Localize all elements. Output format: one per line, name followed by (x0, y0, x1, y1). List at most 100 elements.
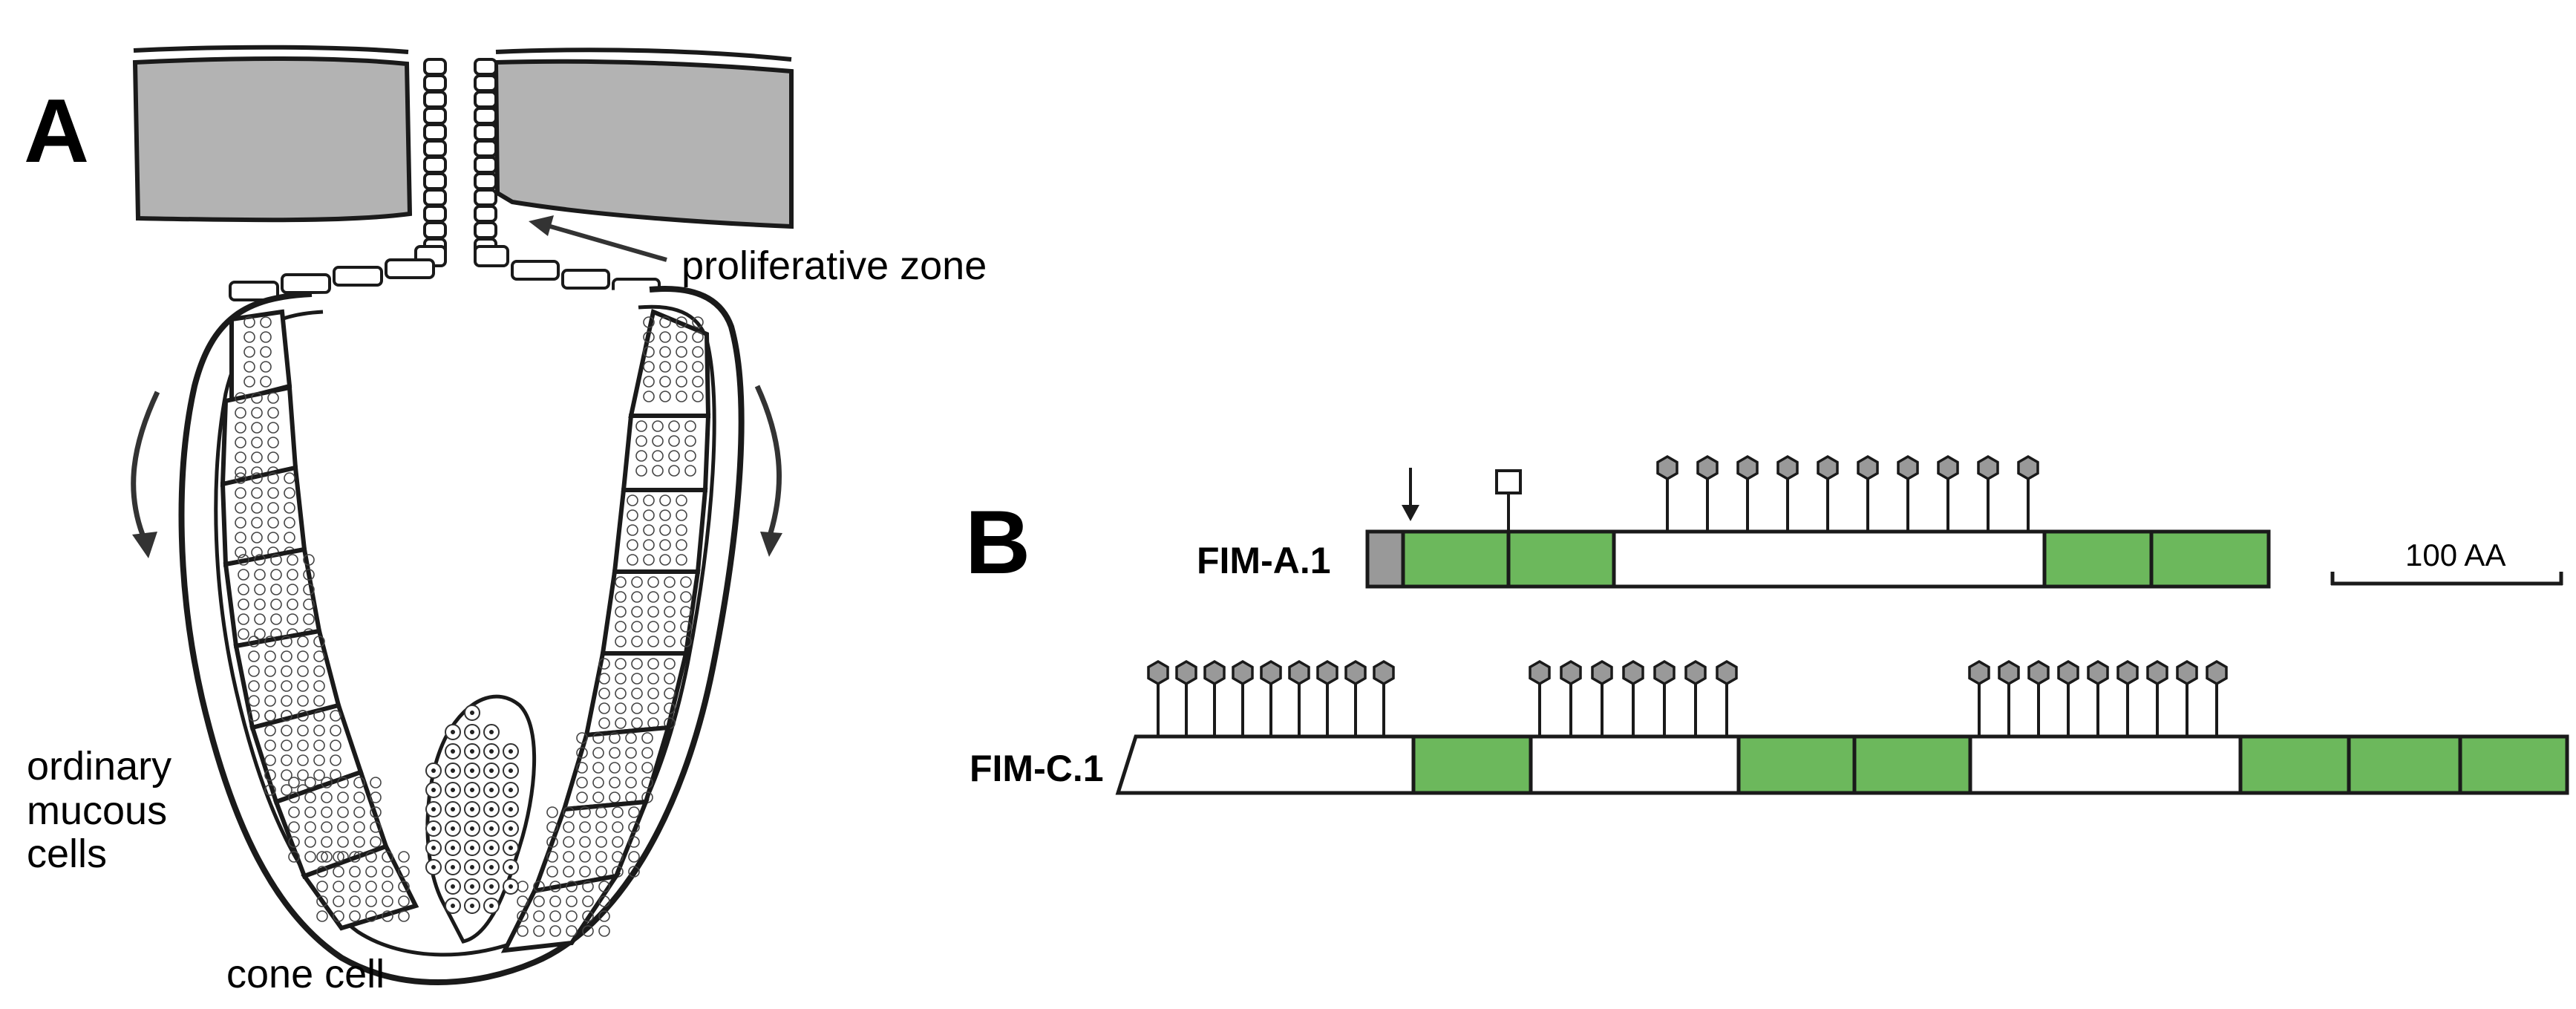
mucous-granule (692, 361, 704, 373)
mucous-granule (316, 851, 328, 863)
mucous-granule (641, 732, 653, 744)
mucous-granule (251, 407, 263, 419)
glycan-cluster (1147, 659, 1395, 737)
mucous-granule (659, 494, 671, 506)
mucous-granule (304, 777, 316, 788)
glycan-hexagon-icon (1897, 454, 1919, 481)
mucous-granule (235, 422, 246, 434)
mucous-granule (659, 539, 671, 551)
mucous-granule (251, 517, 263, 529)
mucous-granule (676, 376, 687, 388)
mucous-granule (647, 658, 659, 670)
mucous-granule (576, 777, 588, 788)
mucous-granule (612, 836, 624, 848)
mucous-granule (595, 836, 607, 848)
cone-granule-core (509, 884, 513, 889)
mucous-granule (365, 866, 377, 878)
mucous-granule (563, 866, 575, 878)
cone-granule-core (509, 807, 513, 812)
cone-granule-core (509, 865, 513, 869)
panel-a: A (24, 45, 987, 996)
mucous-granule (635, 450, 647, 462)
mucous-granule (321, 836, 333, 848)
mucous-granule (631, 606, 643, 618)
mucous-granule (680, 591, 692, 603)
mucous-granule (382, 866, 393, 878)
panel-b: B FIM-A.1 FIM-C.1 (965, 454, 2569, 795)
mucous-granule (281, 665, 292, 677)
neck-cell (229, 281, 279, 301)
neck-cell (423, 123, 447, 141)
mucous-granule (692, 346, 704, 358)
mucous-granule (582, 895, 594, 907)
mucous-granule (284, 472, 295, 484)
mucous-granule (287, 584, 298, 595)
open-square-marker (1495, 469, 1522, 532)
mucous-granule (316, 895, 328, 907)
mucous-granule (349, 866, 361, 878)
mucous-granule (579, 821, 591, 833)
mucous-granule (337, 777, 349, 788)
cone-granule-core (509, 768, 513, 773)
mucous-granule (676, 361, 687, 373)
mucous-granule (647, 621, 659, 633)
cone-granule-core (509, 788, 513, 792)
mucous-granule (254, 554, 266, 566)
mucous-granule (304, 836, 316, 848)
mucous-granule (627, 554, 638, 566)
mucous-granule (288, 851, 300, 863)
mucous-granule (598, 925, 610, 937)
glycan-hexagon-icon (1684, 659, 1707, 686)
cone-granule-core (509, 846, 513, 850)
cone-granule-core (470, 768, 474, 773)
glycan-hexagon-icon (1203, 659, 1226, 686)
mucous-granule (625, 777, 637, 788)
glycan-cluster (1529, 659, 1738, 737)
mucous-granule (264, 739, 276, 751)
neck-cell (474, 107, 497, 125)
glycan-hexagon-icon (1736, 454, 1759, 481)
domain-segment (1736, 734, 1857, 795)
glycan-hexagon-icon (1937, 454, 1959, 481)
mucous-granule (260, 316, 272, 328)
mucous-granule (281, 695, 292, 707)
mucous-granule (533, 925, 545, 937)
mucous-granule (349, 881, 361, 892)
mucous-granule (267, 422, 279, 434)
glycan-hexagon-icon (1696, 454, 1719, 481)
mucous-granule (284, 517, 295, 529)
mucous-granule (643, 316, 655, 328)
mucous-granule (647, 688, 659, 699)
mucous-granule (270, 598, 282, 610)
mucous-granule (692, 376, 704, 388)
mucous-granule (680, 636, 692, 647)
mucous-granule (398, 851, 410, 863)
mucous-granule (676, 509, 687, 521)
neck-cell (474, 172, 497, 190)
mucous-granule (615, 702, 627, 714)
mucous-granule (631, 658, 643, 670)
mucous-granule (615, 606, 627, 618)
mucous-granule (353, 777, 365, 788)
glycan-hexagon-icon (1316, 659, 1338, 686)
mucous-granule (270, 569, 282, 581)
mucous-granule (330, 725, 341, 737)
mucous-granule (628, 821, 640, 833)
mucous-cell (583, 651, 689, 738)
glycan-hexagon-icon (1716, 659, 1738, 686)
mucous-granule (628, 866, 640, 878)
mucous-granule (333, 881, 344, 892)
mucous-granule (235, 392, 246, 404)
mucous-granule (349, 910, 361, 922)
mucous-granule (251, 422, 263, 434)
mucous-granule (615, 576, 627, 588)
mucous-granule (579, 836, 591, 848)
mucous-granule (235, 437, 246, 448)
mucous-granule (582, 925, 594, 937)
mucous-granule (664, 658, 676, 670)
mucous-granule (398, 866, 410, 878)
glycan-hexagon-icon (1776, 454, 1799, 481)
mucous-granule (659, 554, 671, 566)
mucous-granule (287, 569, 298, 581)
mucous-granule (251, 392, 263, 404)
